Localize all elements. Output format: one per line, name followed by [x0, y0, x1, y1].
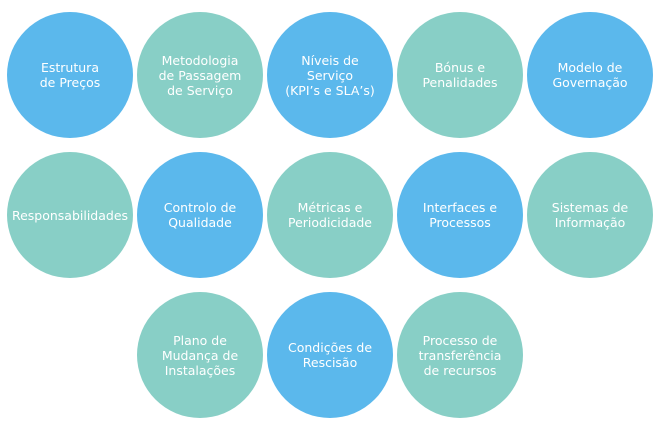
circle-label: Modelo de Governação [552, 60, 628, 90]
circle-label: Condições de Rescisão [287, 340, 373, 370]
circle-condicoes-de-rescisao: Condições de Rescisão [267, 292, 393, 418]
circle-label: Sistemas de Informação [551, 200, 629, 230]
circle-plano-de-mudanca: Plano de Mudança de Instalações [137, 292, 263, 418]
circle-label: Níveis de Serviço (KPI’s e SLA’s) [285, 52, 375, 98]
circle-label: Processo de transferência de recursos [418, 332, 502, 378]
circle-label: Controlo de Qualidade [163, 200, 237, 230]
circle-metodologia-de-passagem: Metodologia de Passagem de Serviço [137, 12, 263, 138]
circle-modelo-de-governacao: Modelo de Governação [527, 12, 653, 138]
circle-label: Bónus e Penalidades [422, 60, 498, 90]
circle-interfaces-e-processos: Interfaces e Processos [397, 152, 523, 278]
circle-label: Estrutura de Preços [39, 60, 101, 90]
circle-bonus-e-penalidades: Bónus e Penalidades [397, 12, 523, 138]
circle-metricas-e-periodicidade: Métricas e Periodicidade [267, 152, 393, 278]
circle-label: Interfaces e Processos [422, 200, 498, 230]
circle-controlo-de-qualidade: Controlo de Qualidade [137, 152, 263, 278]
circle-label: Metodologia de Passagem de Serviço [158, 52, 242, 98]
circle-estrutura-de-precos: Estrutura de Preços [7, 12, 133, 138]
circle-sistemas-de-informacao: Sistemas de Informação [527, 152, 653, 278]
circle-niveis-de-servico: Níveis de Serviço (KPI’s e SLA’s) [267, 12, 393, 138]
circle-label: Métricas e Periodicidade [287, 200, 372, 230]
circle-responsabilidades: Responsabilidades [7, 152, 133, 278]
circle-label: Responsabilidades [11, 207, 129, 223]
circle-processo-de-transferencia: Processo de transferência de recursos [397, 292, 523, 418]
circle-label: Plano de Mudança de Instalações [161, 332, 239, 378]
